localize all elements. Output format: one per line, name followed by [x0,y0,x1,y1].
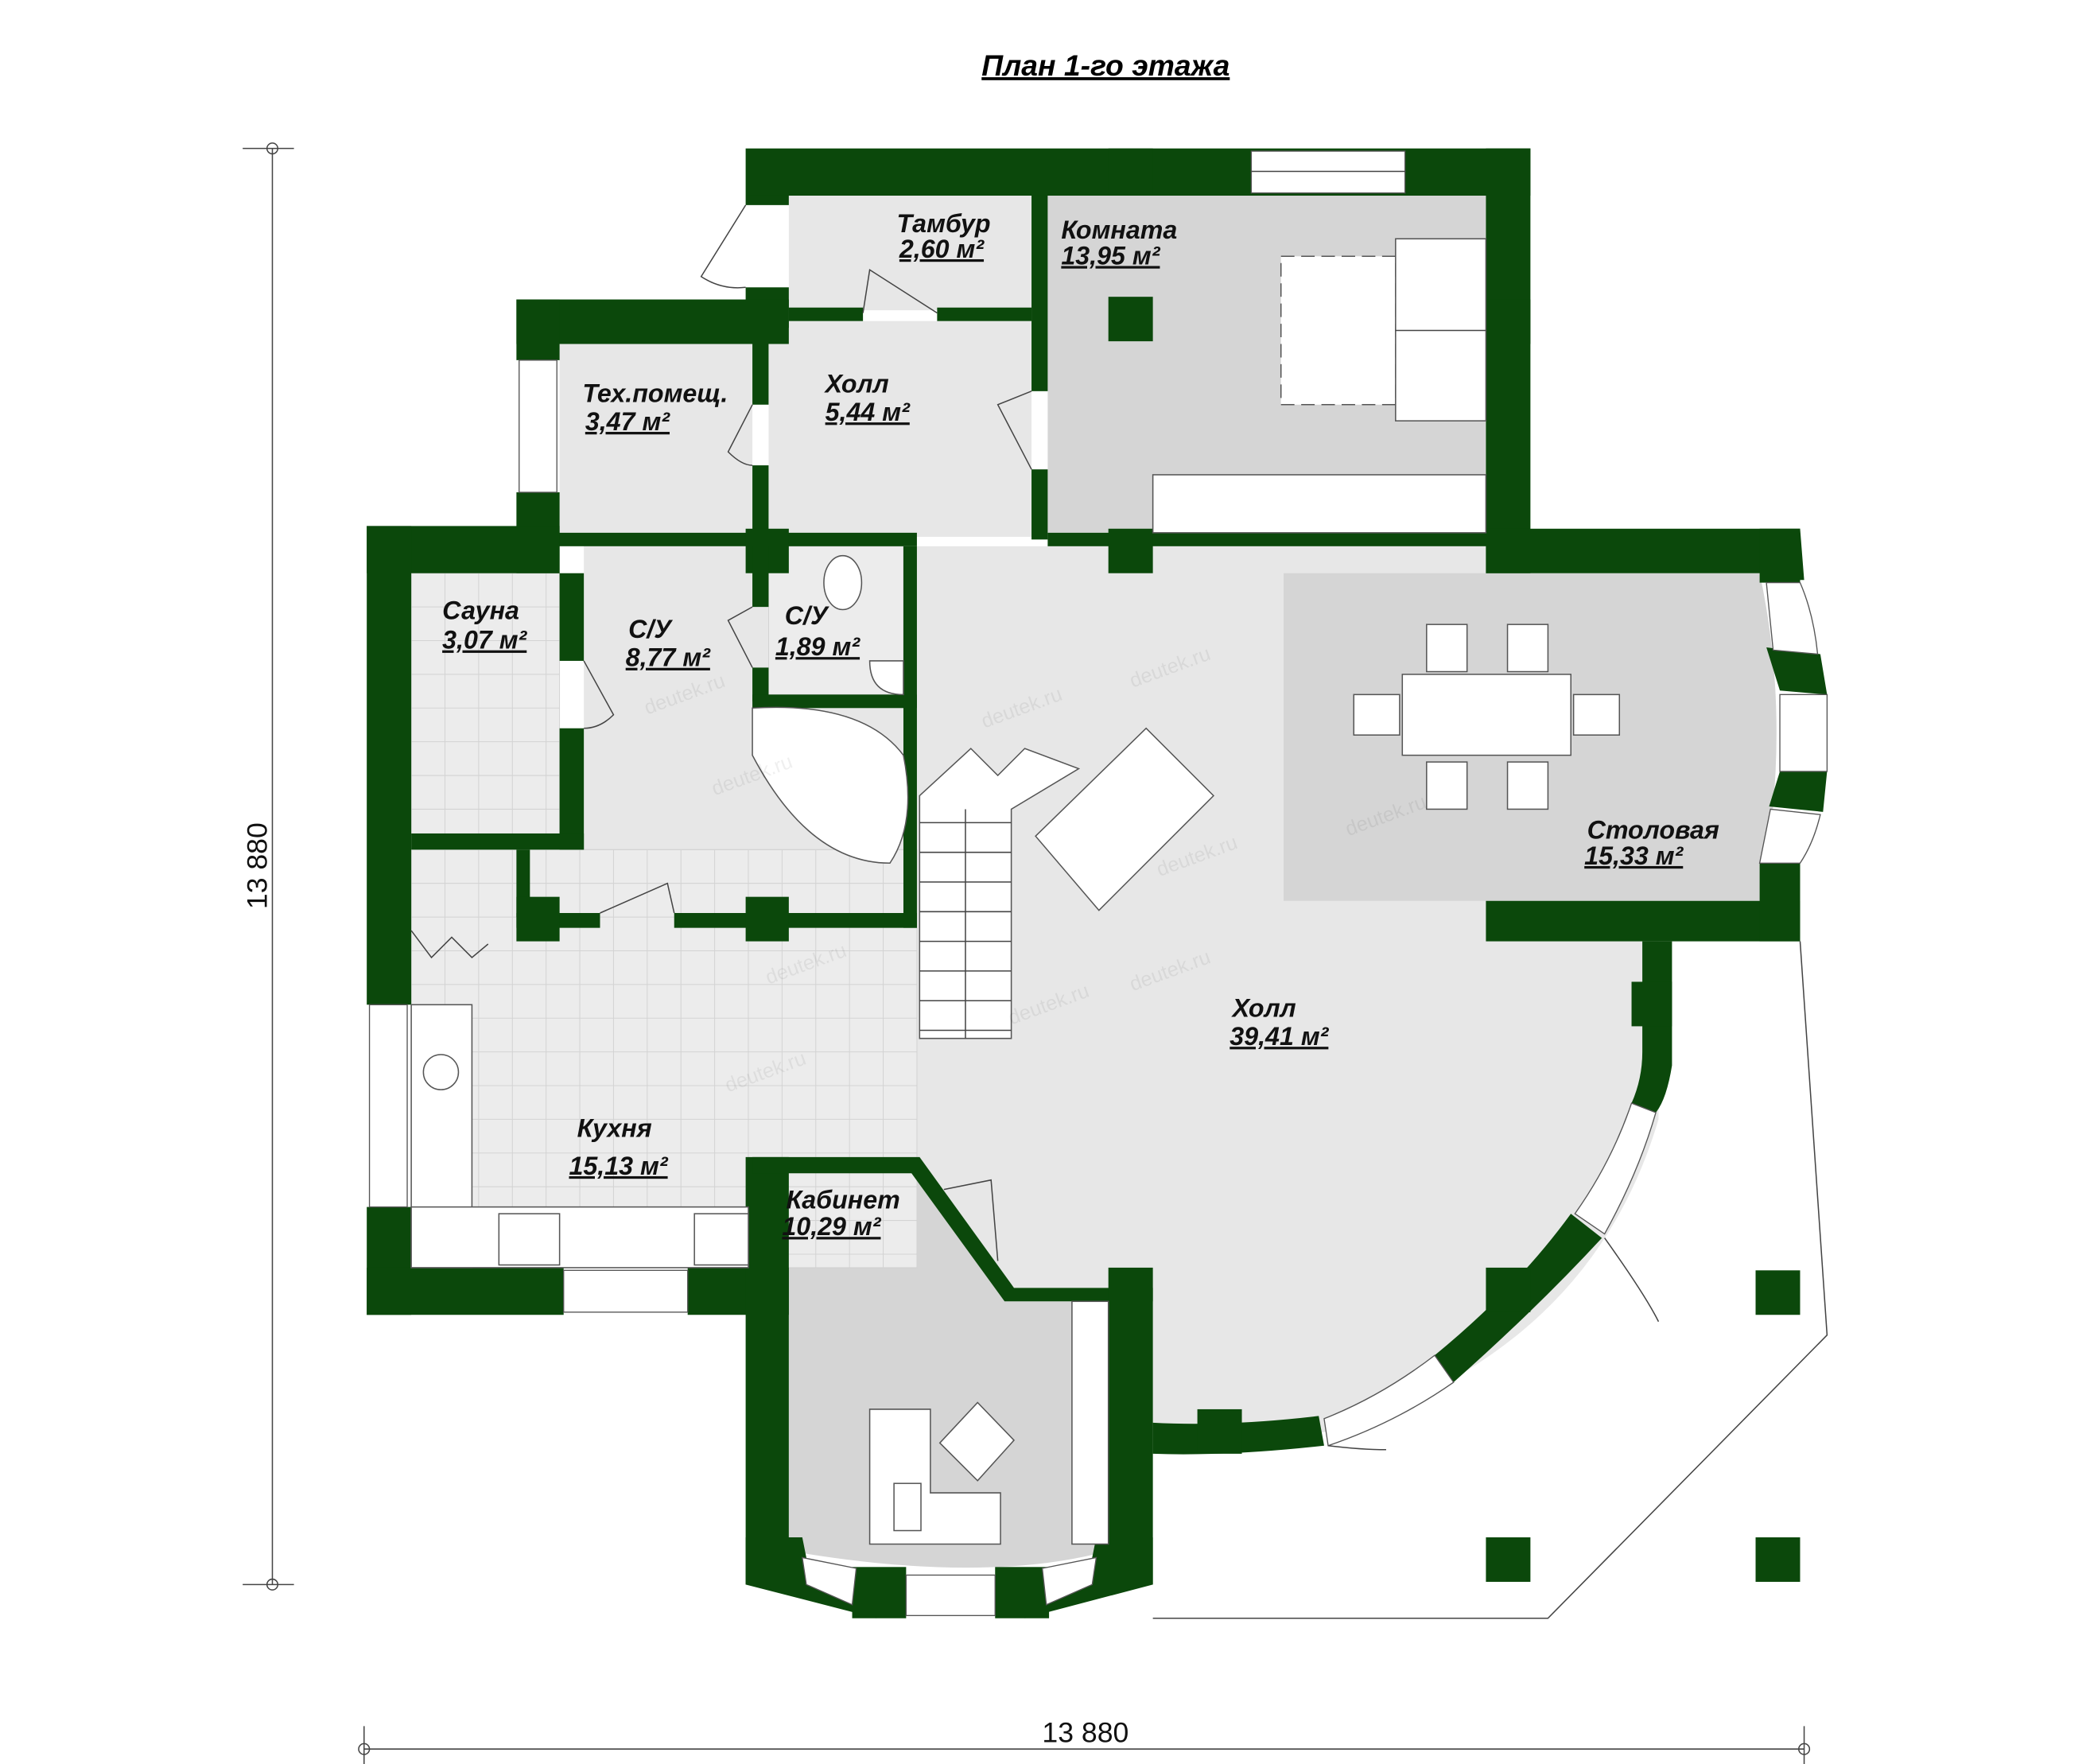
svg-text:8,77 м²: 8,77 м² [626,643,711,672]
svg-text:Комната: Комната [1061,216,1177,244]
bathtub [752,706,909,865]
svg-text:Тех.помещ.: Тех.помещ. [582,379,728,407]
toilet [823,554,863,611]
shelf [1071,1300,1109,1545]
bed [1280,255,1397,406]
terrace-outline [1152,941,1828,1619]
room-bathroom-large: С/У8,77 м² [626,615,711,672]
dimension-horizontal: 13 880 [358,1717,1811,1764]
svg-text:Кабинет: Кабинет [786,1185,899,1214]
window [563,1269,689,1313]
svg-text:3,47 м²: 3,47 м² [585,407,670,436]
stove [693,1213,749,1266]
svg-text:2,60 м²: 2,60 м² [899,235,985,263]
window [1250,150,1406,194]
svg-text:3,07 м²: 3,07 м² [442,626,527,655]
wardrobe [1152,474,1487,534]
walls [367,148,1828,1618]
svg-text:С/У: С/У [628,615,673,643]
kitchen-sink [422,1054,460,1090]
window [519,359,557,493]
furniture [410,238,1621,1545]
svg-text:Столовая: Столовая [1587,816,1719,845]
svg-text:15,13 м²: 15,13 м² [569,1152,668,1180]
svg-text:15,33 м²: 15,33 м² [1584,841,1684,870]
dimension-vertical: 13 880 [242,142,294,1591]
horizontal-dimension-label: 13 880 [1042,1717,1129,1749]
svg-text:1,89 м²: 1,89 м² [775,632,860,661]
svg-text:10,29 м²: 10,29 м² [782,1212,881,1241]
svg-text:Холл: Холл [1231,994,1296,1023]
doors [410,204,1660,1451]
svg-text:Сауна: Сауна [442,596,519,624]
room-tech: Тех.помещ.3,47 м² [582,379,728,436]
room-bathroom-small: С/У1,89 м² [775,601,860,661]
room-kitchen: Кухня 15,13 м² [569,1113,668,1179]
svg-text:13,95 м²: 13,95 м² [1061,241,1160,270]
svg-text:С/У: С/У [785,601,829,630]
stairs [919,748,1081,1039]
office-chair [938,1401,1016,1482]
dining-table [1401,674,1572,756]
sofa [1035,727,1215,911]
sofa [1395,238,1487,422]
window [368,1004,408,1208]
svg-text:Кухня: Кухня [577,1113,652,1142]
windows [368,150,1828,1617]
svg-text:5,44 м²: 5,44 м² [826,398,911,426]
plan-title: План 1-го этажа [981,49,1230,82]
svg-text:Холл: Холл [824,370,889,398]
sink [868,660,904,696]
svg-text:Тамбур: Тамбур [896,209,990,238]
svg-text:39,41 м²: 39,41 м² [1230,1022,1329,1051]
vertical-dimension-label: 13 880 [242,822,274,909]
